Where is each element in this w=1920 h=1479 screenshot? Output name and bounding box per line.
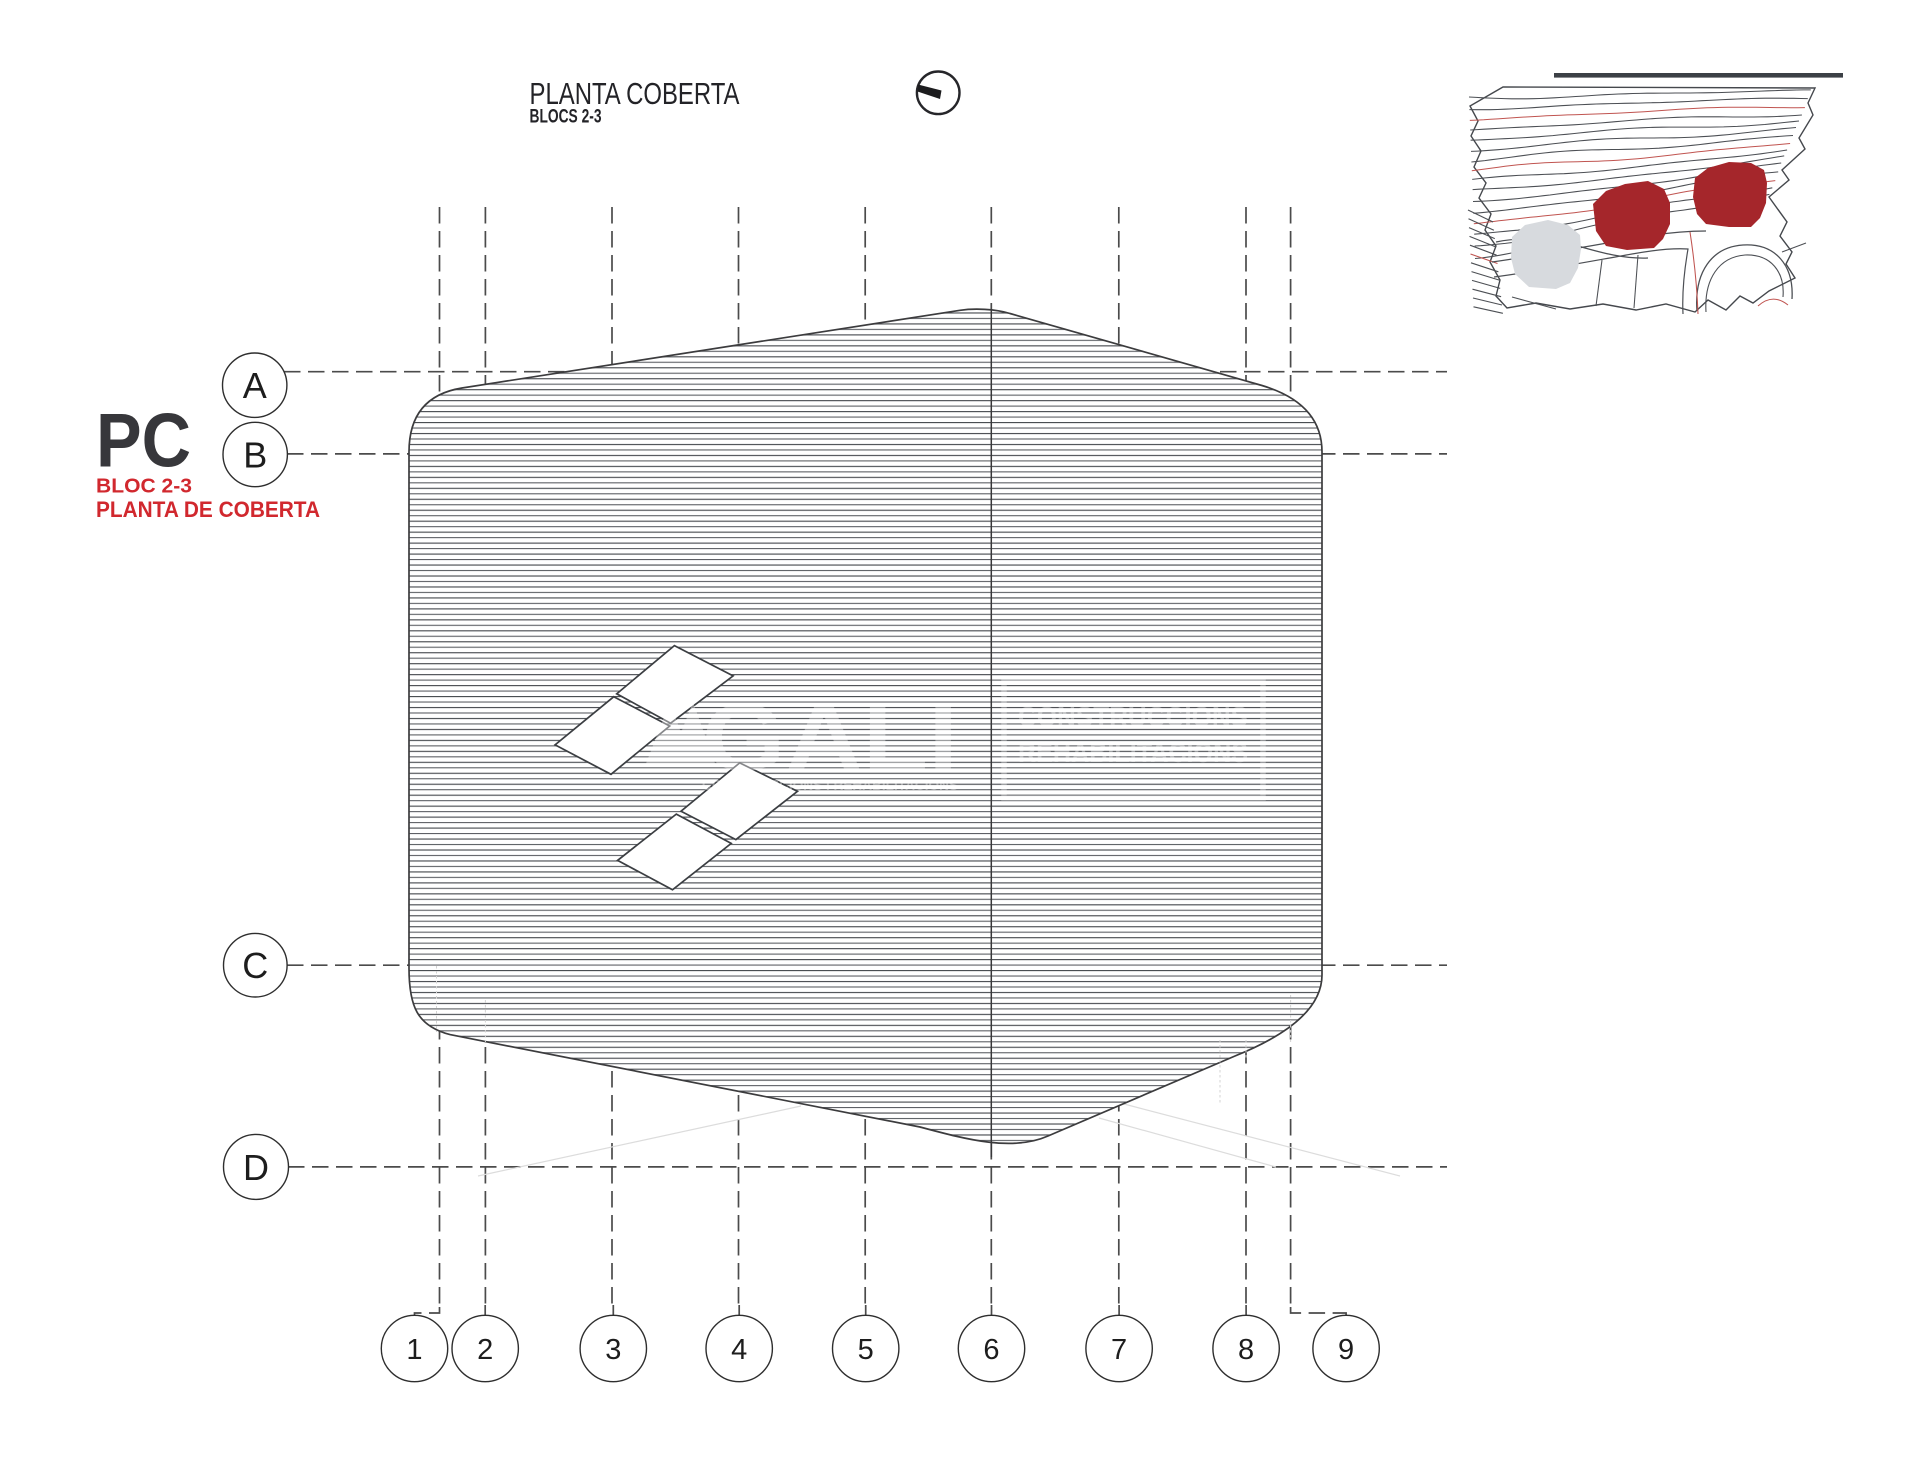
svg-text:BLOCS 2-3: BLOCS 2-3 — [530, 107, 602, 128]
svg-text:A: A — [243, 365, 267, 406]
svg-text:9: 9 — [1338, 1334, 1354, 1366]
svg-text:REHABILITACIONS: REHABILITACIONS — [1018, 737, 1248, 768]
svg-text:GALI: GALI — [702, 685, 958, 791]
svg-text:4: 4 — [731, 1334, 747, 1366]
svg-text:BLOC 2-3: BLOC 2-3 — [96, 475, 192, 498]
svg-text:CONSTRUCCIONS: CONSTRUCCIONS — [1018, 701, 1248, 732]
svg-text:7: 7 — [1111, 1334, 1127, 1366]
svg-text:1: 1 — [406, 1334, 422, 1366]
svg-text:PLANTA COBERTA: PLANTA COBERTA — [530, 76, 740, 111]
svg-text:D: D — [243, 1147, 269, 1188]
svg-text:PLANTA DE COBERTA: PLANTA DE COBERTA — [96, 497, 320, 522]
svg-text:2: 2 — [477, 1334, 493, 1366]
svg-text:6: 6 — [983, 1334, 999, 1366]
svg-text:C: C — [242, 945, 268, 986]
svg-text:PC: PC — [96, 399, 191, 484]
svg-text:5: 5 — [858, 1334, 874, 1366]
svg-text:CONSTRUCCIONS I REHABILITACION: CONSTRUCCIONS I REHABILITACIONS — [702, 777, 958, 794]
svg-text:8: 8 — [1238, 1334, 1254, 1366]
svg-text:3: 3 — [605, 1334, 621, 1366]
svg-text:B: B — [243, 435, 267, 476]
